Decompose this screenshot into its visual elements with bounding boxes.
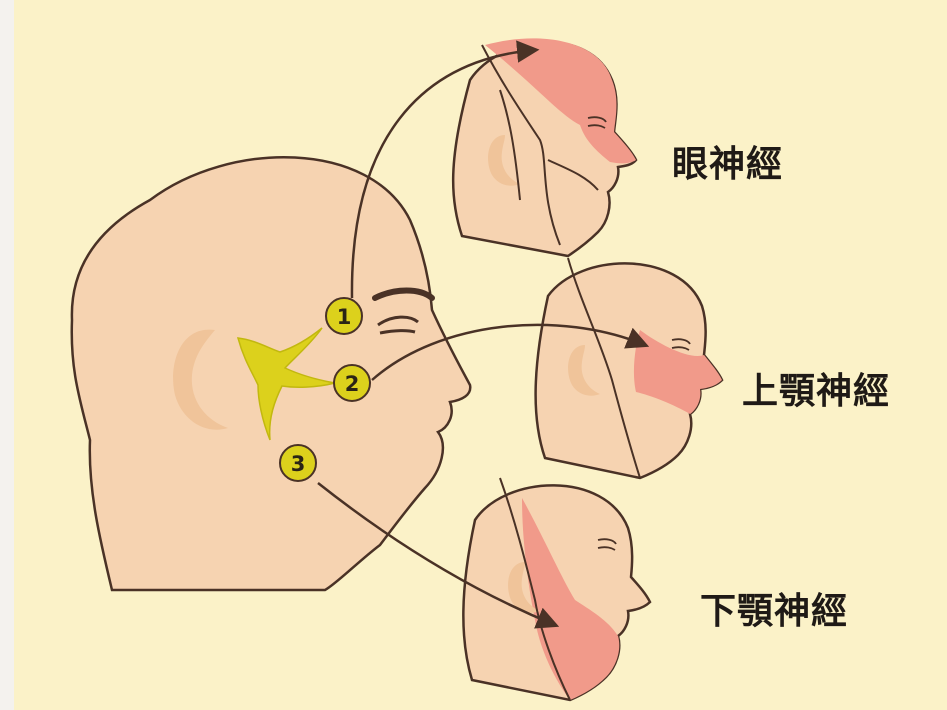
badge-3-number: 3 (291, 452, 306, 476)
label-maxillary-nerve: 上顎神經 (742, 362, 890, 414)
badge-3: 3 (280, 445, 316, 481)
label-mandibular-nerve: 下顎神經 (700, 582, 848, 634)
badge-2: 2 (334, 365, 370, 401)
badge-1: 1 (326, 298, 362, 334)
badge-1-number: 1 (337, 305, 352, 329)
badge-2-number: 2 (345, 372, 360, 396)
label-ophthalmic-nerve: 眼神經 (672, 135, 783, 187)
